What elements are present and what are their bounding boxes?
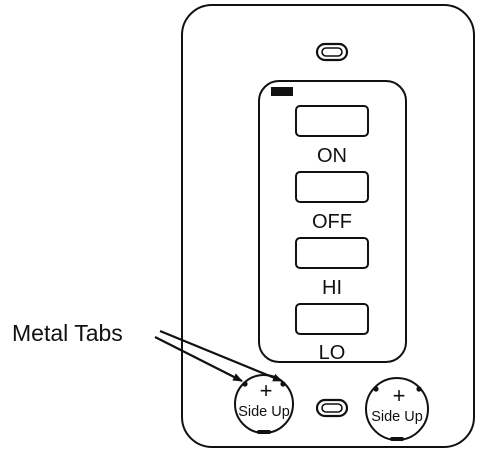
button-panel <box>258 80 407 363</box>
metal-tab-right-b <box>416 386 422 392</box>
battery-right-plus: + <box>393 383 406 408</box>
off-button-label: OFF <box>312 211 352 233</box>
hi-button-label: HI <box>322 277 342 299</box>
battery-left-label: Side Up <box>238 404 290 420</box>
metal-tab-left-bottom <box>257 430 271 434</box>
lo-button-label: LO <box>319 342 346 364</box>
on-button-label: ON <box>317 145 347 167</box>
metal-tab-right-a <box>373 386 379 392</box>
metal-tab-left-a <box>242 381 248 387</box>
metal-tabs-callout-label: Metal Tabs <box>12 320 123 346</box>
bottom-screw-slot <box>315 398 349 418</box>
indicator-led <box>271 87 293 96</box>
off-button[interactable] <box>295 171 369 203</box>
top-screw-slot <box>315 42 349 62</box>
battery-right: + Side Up <box>365 377 429 441</box>
battery-left-plus: + <box>260 378 273 403</box>
battery-right-label: Side Up <box>371 409 423 425</box>
hi-button[interactable] <box>295 237 369 269</box>
metal-tabs-arrow-upper <box>159 329 283 383</box>
battery-left: + Side Up <box>234 374 294 434</box>
on-button[interactable] <box>295 105 369 137</box>
metal-tab-left-b <box>280 381 286 387</box>
metal-tabs-arrow-lower <box>154 336 243 382</box>
lo-button[interactable] <box>295 303 369 335</box>
metal-tab-right-bottom <box>390 437 404 441</box>
